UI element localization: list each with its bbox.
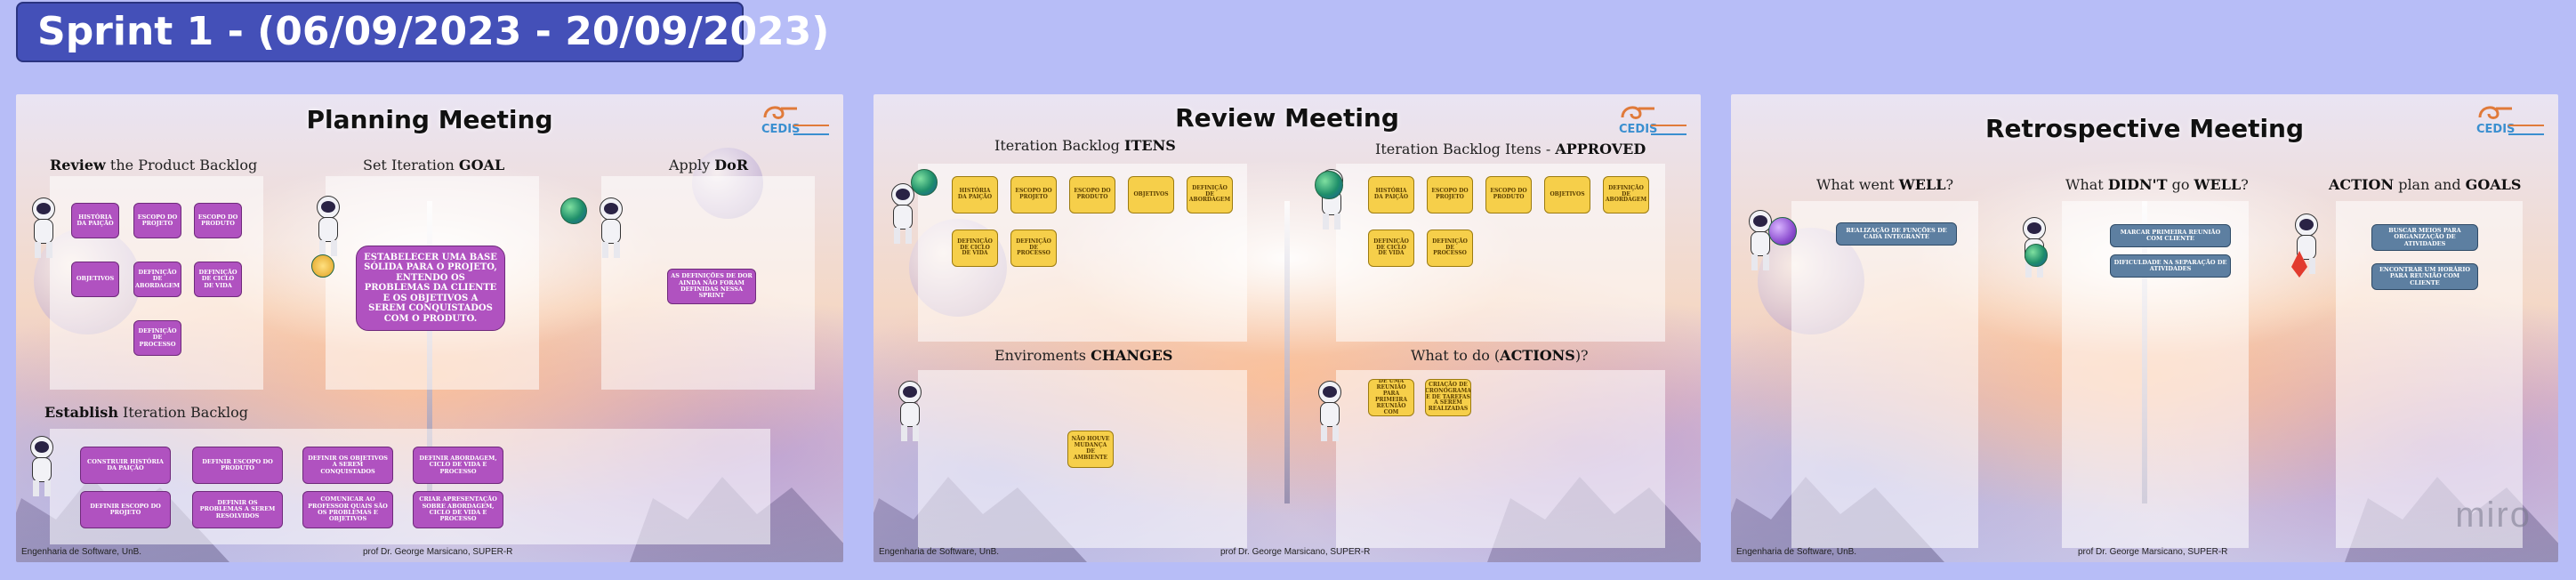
sticky-note[interactable]: Escopo do projeto	[1010, 176, 1057, 213]
went-well-label: What went WELL?	[1816, 176, 1954, 193]
establish-backlog-label: Establish Iteration Backlog	[44, 404, 248, 421]
purple-planet-icon	[1768, 217, 1797, 246]
logo-decoration	[2508, 125, 2544, 135]
sticky-note[interactable]: História da paição	[71, 203, 119, 238]
sticky-note[interactable]: Objetivos	[1128, 176, 1174, 213]
footer-right: prof Dr. George Marsicano, SUPER-R	[363, 547, 513, 557]
went-well-panel[interactable]	[1791, 201, 1978, 548]
review-meeting-frame[interactable]: Review Meeting CEDIS Iteration Backlog I…	[873, 94, 1701, 562]
footer-left: Engenharia de Software, UnB.	[21, 547, 142, 557]
sticky-note[interactable]: Definição de processo	[1010, 230, 1057, 267]
sticky-note[interactable]: Definição de ciclo de vida	[952, 230, 998, 267]
didnt-go-well-panel[interactable]	[2062, 201, 2249, 548]
sticky-note[interactable]: Escopo do produto	[1485, 176, 1532, 213]
globe-icon	[911, 169, 938, 196]
cedis-logo-icon	[2478, 106, 2512, 119]
sticky-note[interactable]: Realização de funções de cada integrante	[1836, 222, 1957, 246]
globe-icon	[560, 197, 587, 224]
sticky-note[interactable]: Definir escopo do projeto	[80, 491, 171, 528]
dor-note[interactable]: As definições de DoR ainda não foram def…	[667, 269, 756, 304]
astronaut-icon	[886, 183, 918, 246]
sticky-note[interactable]: Construir história da paição	[80, 447, 171, 484]
sticky-note[interactable]: Definir os problemas a serem resolvidos	[192, 491, 283, 528]
retrospective-meeting-frame[interactable]: Retrospective Meeting CEDIS What went WE…	[1731, 94, 2558, 562]
sprint-title: Sprint 1 - (06/09/2023 - 20/09/2023)	[16, 2, 829, 62]
logo-text: CEDIS	[1619, 123, 1658, 136]
sticky-note[interactable]: Criação de cronograma e de tarefas a ser…	[1425, 379, 1471, 416]
cedis-logo-icon	[1621, 106, 1654, 119]
sticky-note[interactable]: Definir escopo do produto	[192, 447, 283, 484]
set-goal-label: Set Iteration GOAL	[363, 157, 505, 173]
sticky-note[interactable]: História da paição	[952, 176, 998, 213]
astronaut-icon	[893, 381, 925, 443]
globe-icon	[2025, 244, 2048, 267]
goal-note[interactable]: Estabelecer uma base sólida para o proje…	[356, 246, 505, 331]
sticky-note[interactable]: Escopo do produto	[194, 203, 242, 238]
footer-right: prof Dr. George Marsicano, SUPER-R	[2078, 547, 2228, 557]
sticky-note[interactable]: Marcar primeira reunião com cliente	[2110, 224, 2231, 247]
sticky-note[interactable]: Definição de abordagem	[133, 262, 181, 297]
cedis-logo-icon	[763, 106, 797, 119]
sticky-note[interactable]: Definir abordagem, ciclo de vida e proce…	[413, 447, 503, 484]
sticky-note[interactable]: Realização de uma reunião para primeira …	[1368, 379, 1414, 416]
astronaut-icon	[25, 436, 57, 498]
sticky-note[interactable]: Encontrar um horário para reunião com cl…	[2371, 263, 2478, 290]
sticky-note[interactable]: Buscar meios para organização de ativida…	[2371, 224, 2478, 251]
approved-items-label: Iteration Backlog Itens - APPROVED	[1375, 141, 1646, 157]
cedis-logo: CEDIS	[1619, 101, 1690, 141]
sticky-note[interactable]: Escopo do produto	[1069, 176, 1115, 213]
sticky-note[interactable]: Objetivos	[1544, 176, 1590, 213]
frame-title: Retrospective Meeting	[1984, 114, 2305, 143]
footer-right: prof Dr. George Marsicano, SUPER-R	[1220, 547, 1371, 557]
planning-meeting-frame[interactable]: Planning Meeting CEDIS Review the Produc…	[16, 94, 843, 562]
astronaut-icon	[1743, 210, 1775, 272]
sticky-note[interactable]: Não houve mudança de ambiente	[1067, 431, 1114, 468]
iteration-items-label: Iteration Backlog ITENS	[994, 137, 1176, 154]
logo-text: CEDIS	[761, 123, 801, 136]
sticky-note[interactable]: Escopo do projeto	[1427, 176, 1473, 213]
frame-title: Review Meeting	[1175, 103, 1399, 133]
sticky-note[interactable]: Definição de ciclo de vida	[194, 262, 242, 297]
actions-label: What to do (ACTIONS)?	[1411, 347, 1589, 364]
sticky-note[interactable]: História da paição	[1368, 176, 1414, 213]
sticky-note[interactable]: Criar apresentação sobre abordagem, cicl…	[413, 491, 503, 528]
astronaut-icon	[594, 197, 626, 260]
sticky-note[interactable]: Objetivos	[71, 262, 119, 297]
sticky-note[interactable]: Comunicar ao professor quais são os prob…	[302, 491, 393, 528]
cedis-logo: CEDIS	[2476, 101, 2548, 141]
sticky-note[interactable]: Definição de ciclo de vida	[1368, 230, 1414, 267]
action-plan-panel[interactable]	[2336, 201, 2523, 548]
footer-left: Engenharia de Software, UnB.	[1736, 547, 1857, 557]
star-ball-icon	[311, 254, 334, 278]
sticky-note[interactable]: Definição de processo	[1427, 230, 1473, 267]
sticky-note[interactable]: Definição de abordagem	[1187, 176, 1233, 213]
sticky-note[interactable]: Definição de abordagem	[1603, 176, 1649, 213]
changes-label: Enviroments CHANGES	[994, 347, 1173, 364]
astronaut-icon	[311, 196, 343, 258]
cedis-logo: CEDIS	[761, 101, 833, 141]
astronaut-icon	[2290, 213, 2322, 276]
action-plan-label: ACTION plan and GOALS	[2329, 176, 2522, 193]
logo-decoration	[1651, 125, 1686, 135]
apply-dor-label: Apply DoR	[669, 157, 749, 173]
rocket-flame-icon	[2291, 251, 2307, 278]
logo-decoration	[793, 125, 829, 135]
logo-text: CEDIS	[2476, 123, 2516, 136]
globe-icon	[1315, 171, 1343, 199]
astronaut-icon	[27, 197, 59, 260]
sticky-note[interactable]: Definir os objetivos a serem conquistado…	[302, 447, 393, 484]
footer-left: Engenharia de Software, UnB.	[879, 547, 1000, 557]
sticky-note[interactable]: Definição de processo	[133, 320, 181, 356]
miro-watermark: miro	[2455, 495, 2532, 535]
sticky-note[interactable]: Dificuldade na separação de atividades	[2110, 254, 2231, 278]
astronaut-icon	[1313, 381, 1345, 443]
frame-title: Planning Meeting	[306, 105, 553, 134]
review-backlog-label: Review the Product Backlog	[50, 157, 258, 173]
background-spire	[1284, 201, 1290, 503]
didnt-go-well-label: What DIDN'T go WELL?	[2065, 176, 2249, 193]
sticky-note[interactable]: Escopo do projeto	[133, 203, 181, 238]
